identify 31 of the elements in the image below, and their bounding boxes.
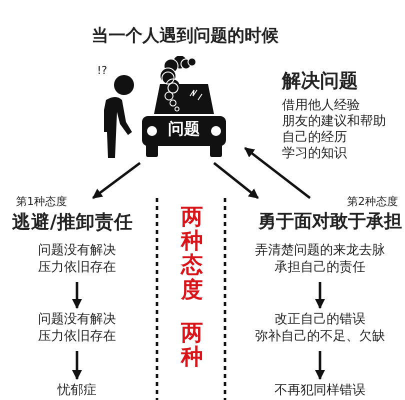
exclamation-mark: !? (97, 64, 108, 77)
text-line: 弥补自己的不足、欠缺 (255, 328, 385, 345)
text-line: 不再犯同样错误 (274, 382, 366, 399)
text-line: 压力依旧存在 (38, 328, 116, 345)
text-line: 忧郁症 (58, 382, 96, 399)
text-line: 承担自己的责任 (274, 259, 366, 276)
text-line: 朋友的建议和帮助 (282, 114, 386, 130)
text-line: 压力依旧存在 (38, 259, 116, 276)
vertical-heading: 两种 (180, 322, 204, 370)
subheading: 第2种态度 (346, 194, 399, 209)
text-line: 问题没有解决 (38, 311, 116, 328)
arrow (244, 147, 311, 199)
text-line: 问题没有解决 (38, 242, 116, 259)
text-line: 弄清楚问题的来龙去脉 (255, 242, 385, 259)
text-line: 学习的知识 (282, 146, 347, 162)
arrow (92, 162, 141, 199)
vertical-heading: 两种态度 (179, 206, 204, 303)
title: 当一个人遇到问题的时候 (90, 25, 280, 47)
text-line: 借用他人经验 (282, 98, 360, 114)
heading: 逃避/推卸责任 (12, 211, 134, 234)
heading: 解决问题 (282, 69, 359, 94)
heading: 勇于面对敢于承担 (257, 210, 402, 233)
arrow (315, 351, 325, 380)
text-line: 改正自己的错误 (274, 311, 366, 328)
arrow (213, 162, 259, 199)
subheading: 第1种态度 (15, 194, 68, 209)
car-label: 问题 (167, 119, 201, 140)
arrow (315, 282, 325, 309)
text-line: 自己的经历 (282, 130, 347, 146)
arrow (72, 351, 82, 380)
arrow (72, 282, 82, 309)
